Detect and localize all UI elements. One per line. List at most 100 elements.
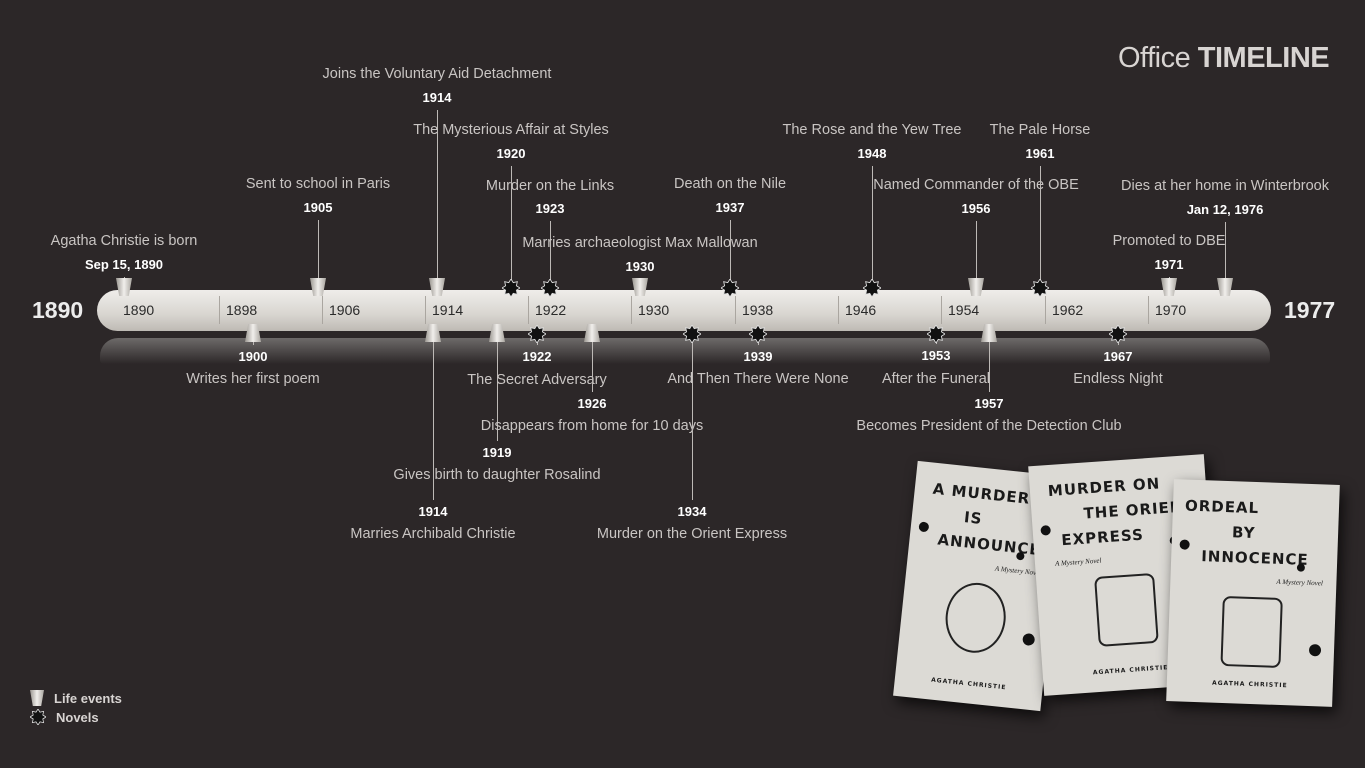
ink-blot [1040,525,1052,536]
event-title: Sent to school in Paris [245,176,391,192]
ink-blot [918,521,930,533]
tick-label: 1938 [742,302,774,318]
connector-line [318,220,319,280]
connector-line [433,340,434,500]
timeline-bar [97,290,1271,331]
event-date: Sep 15, 1890 [84,257,164,272]
event-date: 1948 [857,146,887,161]
connector-line [976,221,977,280]
event-date: 1956 [961,201,991,216]
trapezoid-icon [30,690,44,706]
heels-illustration [1220,595,1283,669]
event-date: 1939 [743,349,773,364]
novel-marker-icon[interactable] [502,279,520,297]
ink-blot [1179,539,1190,550]
event-date: 1930 [625,259,655,274]
novel-marker-icon[interactable] [1109,325,1127,343]
event-date: 1919 [482,445,512,460]
connector-line [437,110,438,280]
life-event-marker-icon[interactable] [632,278,648,296]
book-subtitle: A Mystery Novel [1054,556,1102,568]
life-event-marker-icon[interactable] [429,278,445,296]
event-date: 1905 [303,200,333,215]
book-author: AGATHA CHRISTIE [1211,679,1288,690]
event-date: 1937 [715,200,745,215]
ink-blot [1022,632,1036,647]
novel-marker-icon[interactable] [1031,279,1049,297]
book-title-line: IS [963,508,984,528]
tick-label: 1946 [845,302,877,318]
novel-marker-icon[interactable] [683,325,701,343]
life-event-marker-icon[interactable] [245,324,261,342]
life-event-marker-icon[interactable] [981,324,997,342]
event-date: 1900 [238,349,268,364]
event-date: 1914 [418,504,448,519]
tick-line [735,296,736,324]
event-date: 1923 [535,201,565,216]
novel-marker-icon[interactable] [863,279,881,297]
event-title: The Secret Adversary [467,372,607,388]
tick-line [1045,296,1046,324]
event-title: Murder on the Links [485,178,615,194]
tick-label: 1922 [535,302,567,318]
tick-line [941,296,942,324]
life-event-marker-icon[interactable] [116,278,132,296]
event-date: 1914 [422,90,452,105]
event-date: 1920 [496,146,526,161]
event-date: 1934 [677,504,707,519]
tick-label: 1962 [1052,302,1084,318]
legend-label: Life events [54,690,122,706]
connector-line [1225,222,1226,280]
event-date: 1961 [1025,146,1055,161]
start-year: 1890 [32,297,84,323]
book-title-line: BY [1231,523,1256,543]
tick-label: 1930 [638,302,670,318]
novel-marker-icon[interactable] [721,279,739,297]
connector-line [253,340,254,345]
life-event-marker-icon[interactable] [1217,278,1233,296]
event-date: 1953 [921,348,951,363]
novel-marker-icon[interactable] [528,325,546,343]
tick-label: 1898 [226,302,258,318]
legend-life-events: Life events [30,690,122,706]
connector-line [872,166,873,280]
life-event-marker-icon[interactable] [425,324,441,342]
life-event-marker-icon[interactable] [1161,278,1177,296]
event-title: Disappears from home for 10 days [480,418,704,434]
event-title: And Then There Were None [667,371,849,387]
event-title: Gives birth to daughter Rosalind [393,467,601,483]
connector-line [692,340,693,500]
event-title: Joins the Voluntary Aid Detachment [322,66,552,82]
event-title: Marries archaeologist Max Mallowan [522,235,758,251]
tick-label: 1970 [1155,302,1187,318]
tick-line [838,296,839,324]
end-year: 1977 [1284,297,1336,323]
connector-line [550,221,551,280]
book-title-line: EXPRESS [1060,525,1145,550]
tick-line [322,296,323,324]
logo-suffix: TIMELINE [1197,42,1330,74]
event-title: Murder on the Orient Express [596,526,788,542]
tick-line [219,296,220,324]
connector-line [592,340,593,392]
ink-blot [1308,643,1322,657]
tick-label: 1906 [329,302,361,318]
tick-line [528,296,529,324]
life-event-marker-icon[interactable] [968,278,984,296]
tick-line [1148,296,1149,324]
tick-line [425,296,426,324]
event-title: Dies at her home in Winterbrook [1121,178,1329,194]
event-date: 1967 [1103,349,1133,364]
life-event-marker-icon[interactable] [584,324,600,342]
novel-marker-icon[interactable] [541,279,559,297]
book-author: AGATHA CHRISTIE [930,676,1007,692]
tick-label: 1954 [948,302,980,318]
novel-marker-icon[interactable] [927,325,945,343]
event-title: After the Funeral [882,371,990,387]
legend-label: Novels [56,709,99,725]
book-title-line: INNOCENCE [1200,547,1310,569]
connector-line [1040,166,1041,280]
life-event-marker-icon[interactable] [489,324,505,342]
novel-marker-icon[interactable] [749,325,767,343]
life-event-marker-icon[interactable] [310,278,326,296]
